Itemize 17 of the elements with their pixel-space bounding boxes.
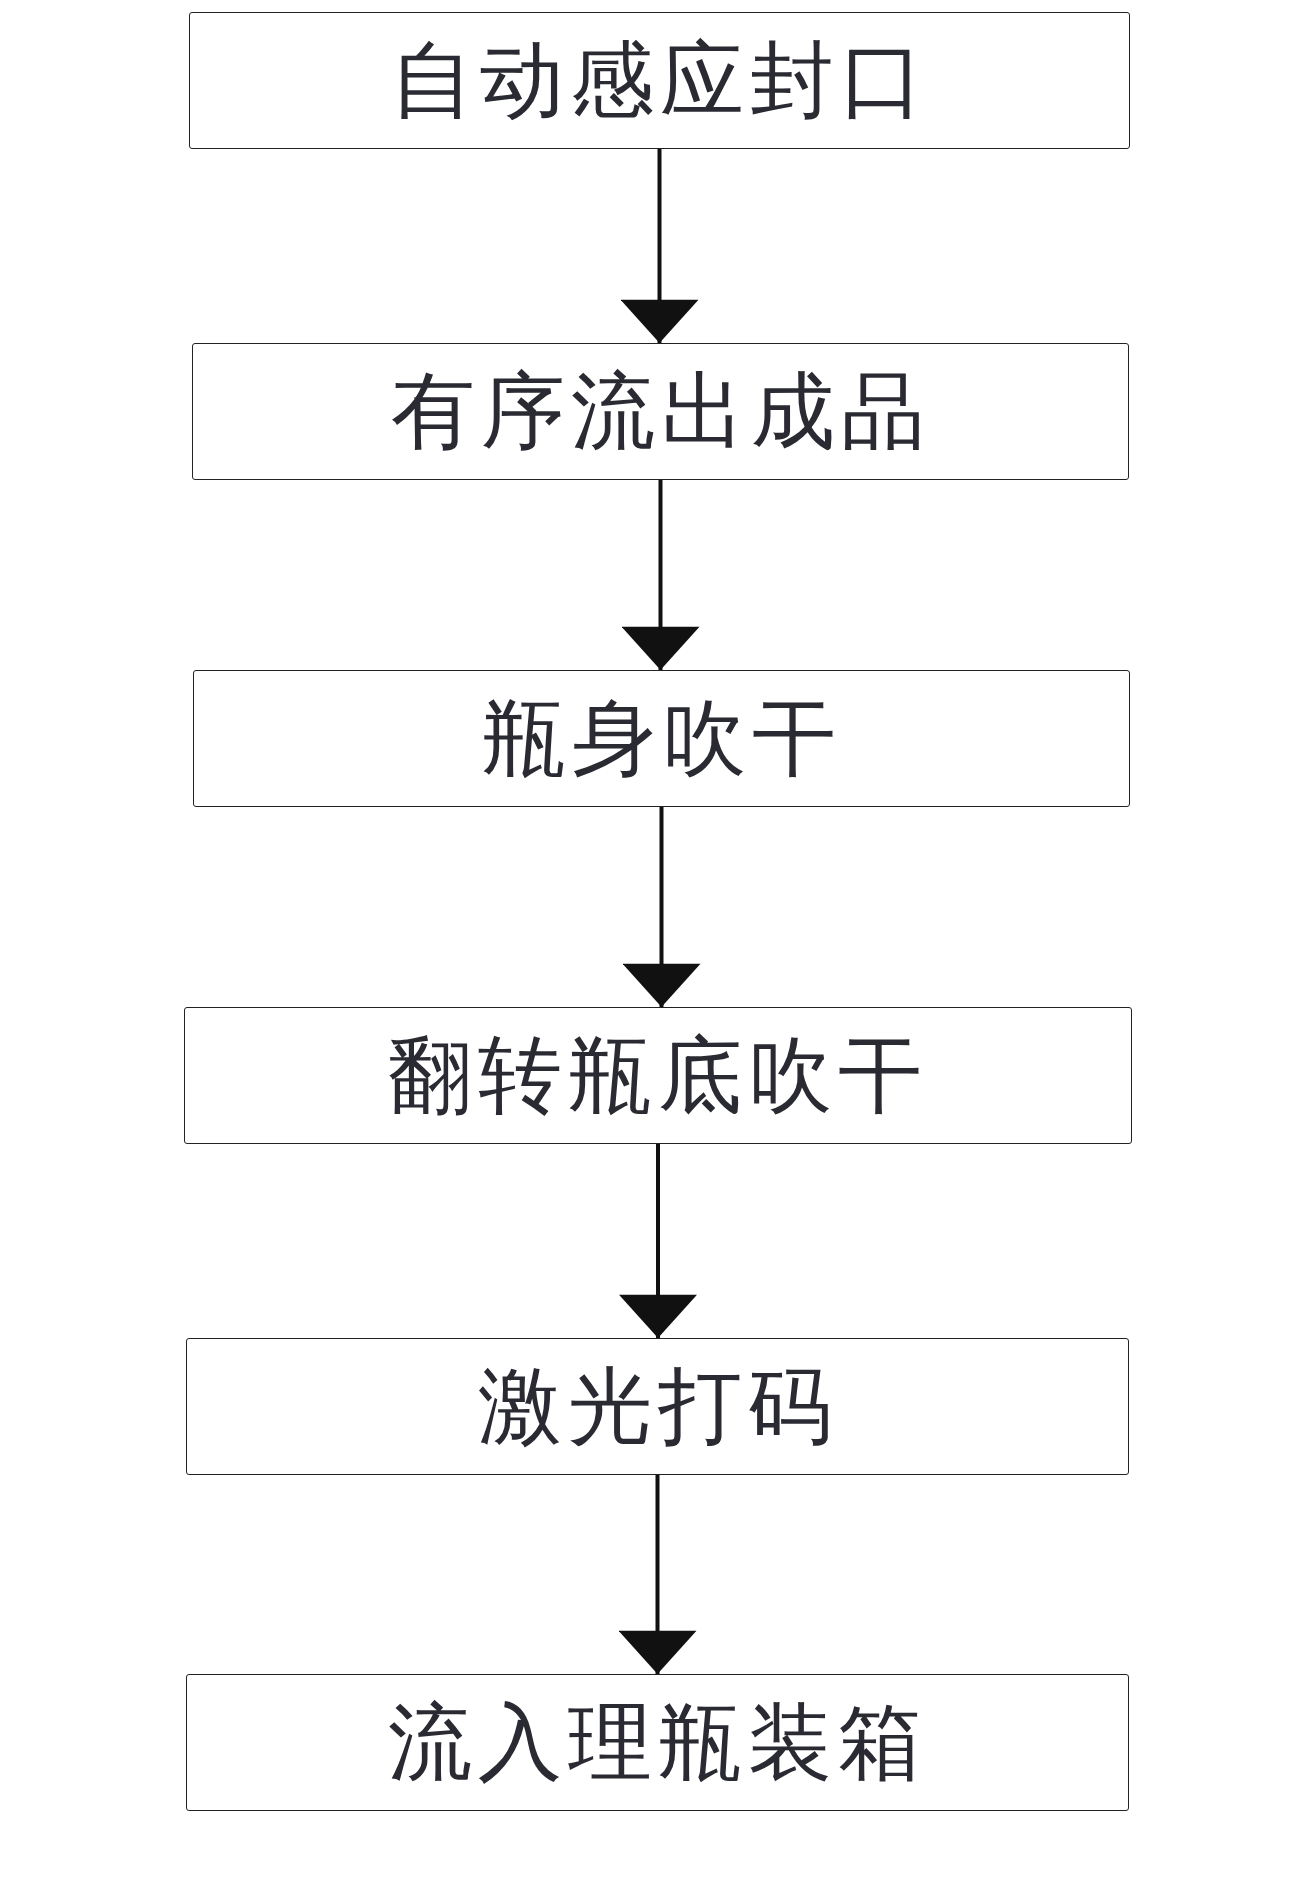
arrow	[619, 1144, 697, 1338]
step-label: 瓶身吹干	[481, 687, 842, 789]
step-label: 有序流出成品	[390, 360, 931, 462]
step-label: 自动感应封口	[389, 29, 930, 131]
process-box	[189, 12, 1130, 149]
arrow	[621, 480, 700, 670]
arrow	[622, 807, 701, 1007]
step-label: 流入理瓶装箱	[387, 1691, 928, 1793]
arrow	[620, 149, 699, 343]
arrow	[618, 1475, 697, 1674]
process-box	[186, 1338, 1129, 1475]
step-label: 翻转瓶底吹干	[388, 1024, 928, 1126]
process-box	[192, 343, 1129, 480]
process-box	[186, 1674, 1129, 1811]
process-box	[184, 1007, 1132, 1144]
step-label: 激光打码	[477, 1355, 838, 1457]
process-box	[193, 670, 1130, 807]
